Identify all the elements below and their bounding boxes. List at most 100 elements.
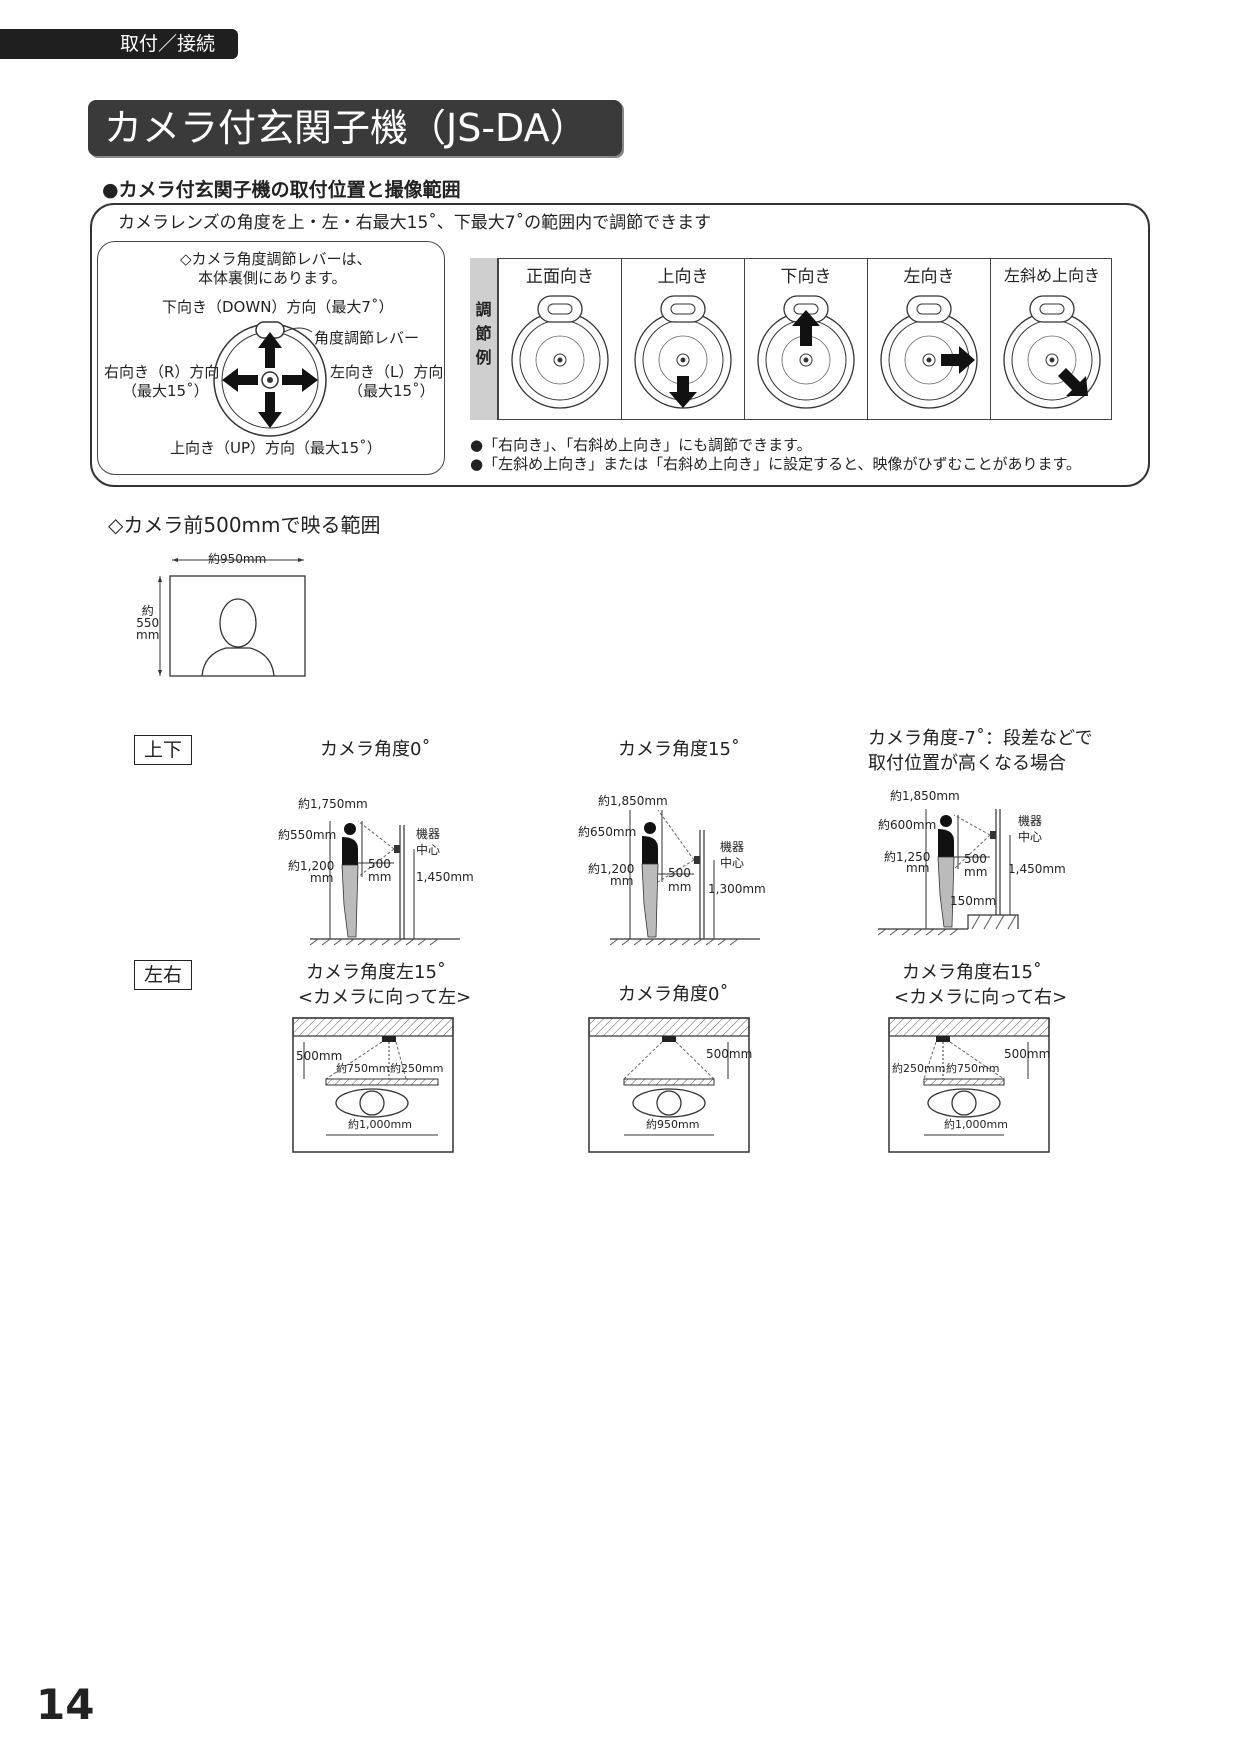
- lever-right-line1: 右向き（R）方向: [104, 363, 220, 381]
- hc1-width: 約1,000mm: [348, 1118, 412, 1131]
- camera-up-icon: [634, 295, 732, 409]
- frame-height-label: 約 550 mm: [136, 605, 159, 641]
- vc2-dist-line2: mm: [668, 880, 692, 894]
- vc2-dist-line1: 500: [668, 866, 691, 880]
- vc2-height-line2: mm: [610, 874, 634, 888]
- vc3-top: 約1,850mm: [890, 789, 960, 803]
- example-front: 正面向き: [498, 258, 621, 420]
- horizontal-case-3-caption-line1: カメラ角度右15˚: [902, 962, 1042, 983]
- section-tag: 取付／接続: [0, 29, 238, 59]
- examples-label: 調 節 例: [470, 258, 498, 420]
- vertical-case-3-diagram: [878, 809, 1019, 936]
- examples-label-2: 節: [475, 324, 492, 343]
- vc1-center-line2: 中心: [416, 843, 441, 857]
- vc3-face: 約600mm: [878, 818, 937, 832]
- vertical-case-1-diagram: [309, 820, 460, 945]
- horizontal-case-1-caption-line1: カメラ角度左15˚: [306, 962, 446, 983]
- vc3-center-line2: 中心: [1018, 830, 1043, 844]
- vc3-dist-line2: mm: [964, 865, 988, 879]
- camera-down-icon: [757, 295, 855, 409]
- hc3-dist: 500mm: [1004, 1047, 1051, 1061]
- vc1-height-line2: mm: [310, 871, 334, 885]
- frame-height-3: mm: [136, 628, 160, 642]
- example-front-label: 正面向き: [526, 267, 594, 287]
- hc3-b: 約750mm: [946, 1062, 1000, 1075]
- adjustment-panel: [90, 203, 1150, 487]
- lever-right-line2: （最大15˚）: [122, 382, 209, 400]
- adjustment-subtitle: カメラレンズの角度を上・左・右最大15˚、下最大7˚の範囲内で調節できます: [118, 213, 712, 233]
- lever-note-line1: ◇カメラ角度調節レバーは、: [180, 250, 372, 268]
- vc3-height-line1: 約1,250: [884, 850, 931, 864]
- range-heading: ◇カメラ前500mmで映る範囲: [108, 513, 381, 537]
- vc2-center-line1: 機器: [720, 840, 745, 854]
- example-left-label: 左向き: [903, 267, 955, 287]
- vc1-dist-line2: mm: [368, 870, 392, 884]
- lever-note-line2: 本体裏側にあります。: [198, 269, 347, 287]
- vc3-step: 150mm: [950, 894, 997, 908]
- example-up-label: 上向き: [657, 267, 709, 287]
- frame-height-1: 約: [141, 604, 154, 618]
- hc1-b: 約250mm: [390, 1062, 444, 1075]
- page-number: 14: [36, 1680, 95, 1729]
- vc3-dist-line1: 500: [964, 852, 987, 866]
- lever-up-label: 上向き（UP）方向（最大15˚）: [170, 439, 382, 457]
- example-down: 下向き: [744, 258, 867, 420]
- section-heading: ●カメラ付玄関子機の取付位置と撮像範囲: [102, 179, 461, 201]
- horizontal-case-2-diagram: [588, 1017, 750, 1153]
- vc1-face: 約550mm: [278, 828, 337, 842]
- camera-front-icon: [511, 295, 609, 409]
- example-down-label: 下向き: [780, 267, 832, 287]
- vc2-mount: 1,300mm: [708, 882, 766, 896]
- hc3-a: 約250mm: [892, 1062, 946, 1075]
- example-up: 上向き: [621, 258, 744, 420]
- frame-height-2: 550: [136, 616, 160, 630]
- vc3-center-line1: 機器: [1018, 814, 1043, 828]
- vertical-case-3-caption-line2: 取付位置が高くなる場合: [868, 753, 1066, 774]
- vc1-dist-line1: 500: [368, 857, 391, 871]
- vc2-center-line2: 中心: [720, 856, 745, 870]
- hc3-width: 約1,000mm: [944, 1118, 1008, 1131]
- vertical-case-2-caption: カメラ角度15˚: [618, 739, 740, 760]
- vertical-case-2-diagram: [609, 809, 760, 945]
- horizontal-case-3-diagram: [888, 1017, 1050, 1153]
- camera-upper-left-icon: [1003, 295, 1101, 409]
- note-2: ●「左斜め上向き」または「右斜め上向き」に設定すると、映像がひずむことがあります…: [470, 455, 1081, 473]
- vc1-mount: 1,450mm: [416, 870, 474, 884]
- horizontal-case-1-diagram: [292, 1017, 454, 1153]
- lever-down-label: 下向き（DOWN）方向（最大7˚）: [162, 298, 394, 316]
- example-left: 左向き: [867, 258, 990, 420]
- vc1-height-line1: 約1,200: [288, 859, 335, 873]
- hc1-dist: 500mm: [296, 1049, 343, 1063]
- capture-frame: [158, 558, 306, 677]
- examples-label-3: 例: [475, 348, 492, 367]
- hc2-dist: 500mm: [706, 1047, 753, 1061]
- vc2-top: 約1,850mm: [598, 794, 668, 808]
- vc1-top: 約1,750mm: [298, 797, 368, 811]
- vertical-case-3-caption-line1: カメラ角度-7˚：段差などで: [868, 728, 1093, 749]
- example-upper-left-label: 左斜め上向き: [1003, 266, 1100, 285]
- lever-label: 角度調節レバー: [314, 329, 420, 347]
- vc3-height-line2: mm: [906, 861, 930, 875]
- note-1: ●「右向き」、「右斜め上向き」にも調節できます。: [470, 436, 812, 454]
- example-upper-left: 左斜め上向き: [990, 258, 1113, 420]
- examples-label-1: 調: [475, 300, 492, 319]
- hc1-a: 約750mm: [336, 1062, 390, 1075]
- vc3-mount: 1,450mm: [1008, 862, 1066, 876]
- camera-left-icon: [880, 295, 978, 409]
- page-title: カメラ付玄関子機（JS-DA）: [88, 100, 622, 156]
- lever-box: [97, 241, 445, 475]
- lever-left-line1: 左向き（L）方向: [330, 363, 444, 381]
- vertical-case-1-caption: カメラ角度0˚: [320, 739, 431, 760]
- lever-diagram: [213, 321, 327, 437]
- lever-left-line2: （最大15˚）: [348, 382, 435, 400]
- horizontal-case-2-caption: カメラ角度0˚: [618, 984, 729, 1005]
- horizontal-case-1-caption-line2: <カメラに向って左>: [298, 987, 472, 1008]
- hc2-width: 約950mm: [646, 1118, 700, 1131]
- horizontal-case-3-caption-line2: <カメラに向って右>: [894, 987, 1068, 1008]
- vc2-face: 約650mm: [578, 825, 637, 839]
- frame-width-label: 約950mm: [208, 552, 267, 566]
- horizontal-label: 左右: [134, 960, 192, 990]
- vc1-center-line1: 機器: [416, 827, 441, 841]
- vertical-label: 上下: [134, 735, 192, 765]
- vc2-height-line1: 約1,200: [588, 862, 635, 876]
